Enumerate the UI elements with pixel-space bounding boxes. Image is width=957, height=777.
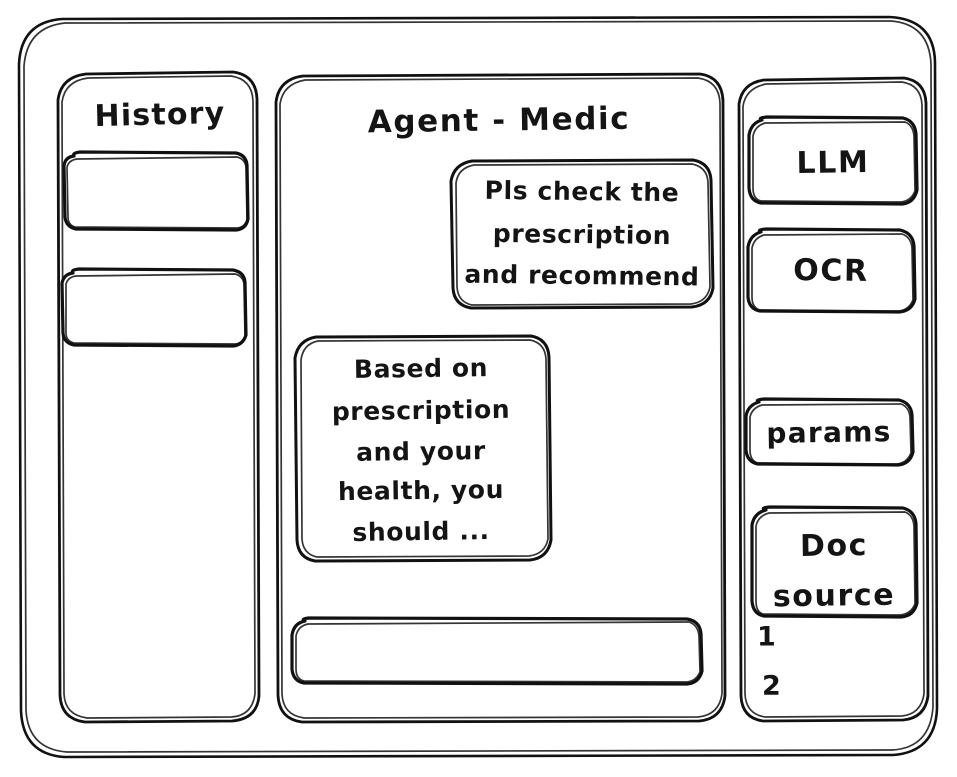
tool-card-ocr-label: OCR xyxy=(793,253,869,289)
agent-panel-title: Agent - Medic xyxy=(368,101,631,141)
assistant-message-line-2: prescription xyxy=(332,395,511,426)
tool-card-llm[interactable]: LLM xyxy=(747,115,919,206)
doc-source-list-item-1[interactable]: 1 xyxy=(752,618,822,660)
user-message-line-3: and recommend xyxy=(464,260,699,292)
message-bubble-assistant: Based on prescription and your health, y… xyxy=(293,334,553,563)
doc-source-label-line-1: Doc xyxy=(800,528,869,564)
sidebar-history-panel: History xyxy=(56,70,261,724)
assistant-message-line-1: Based on xyxy=(354,353,489,384)
message-input-hitarea[interactable] xyxy=(292,618,703,684)
history-item-1[interactable] xyxy=(62,150,250,232)
history-item-2[interactable] xyxy=(60,267,248,348)
message-bubble-user: Pls check the prescription and recommend xyxy=(449,158,715,310)
assistant-message-line-5: should ... xyxy=(352,516,490,547)
message-input[interactable] xyxy=(290,616,704,686)
user-message-line-1: Pls check the xyxy=(484,176,679,207)
assistant-message-line-4: health, you xyxy=(338,475,504,506)
tool-card-params[interactable]: params xyxy=(744,397,915,467)
doc-source-list-item-2[interactable]: 2 xyxy=(752,665,822,707)
app-window-frame xyxy=(17,15,939,759)
history-item-2-hitarea[interactable] xyxy=(62,269,246,346)
tool-card-params-label: params xyxy=(766,415,892,450)
user-message-line-2: prescription xyxy=(493,219,672,250)
main-conversation-panel: Agent - Medic Pls check the prescription… xyxy=(274,72,727,724)
doc-source-list-item-1-label: 1 xyxy=(757,622,776,653)
history-item-1-hitarea[interactable] xyxy=(64,152,248,230)
doc-source-list: 1 2 xyxy=(752,618,822,707)
history-panel-title: History xyxy=(94,96,226,134)
tool-card-ocr[interactable]: OCR xyxy=(746,227,917,314)
assistant-message-line-3: and your xyxy=(356,436,486,467)
doc-source-list-item-2-label: 2 xyxy=(762,671,781,702)
tool-card-doc-source[interactable]: Doc source xyxy=(750,505,919,619)
sidebar-tools-panel: LLM OCR params Doc source xyxy=(737,76,930,723)
doc-source-label-line-2: source xyxy=(773,578,896,615)
tool-card-llm-label: LLM xyxy=(796,145,869,181)
